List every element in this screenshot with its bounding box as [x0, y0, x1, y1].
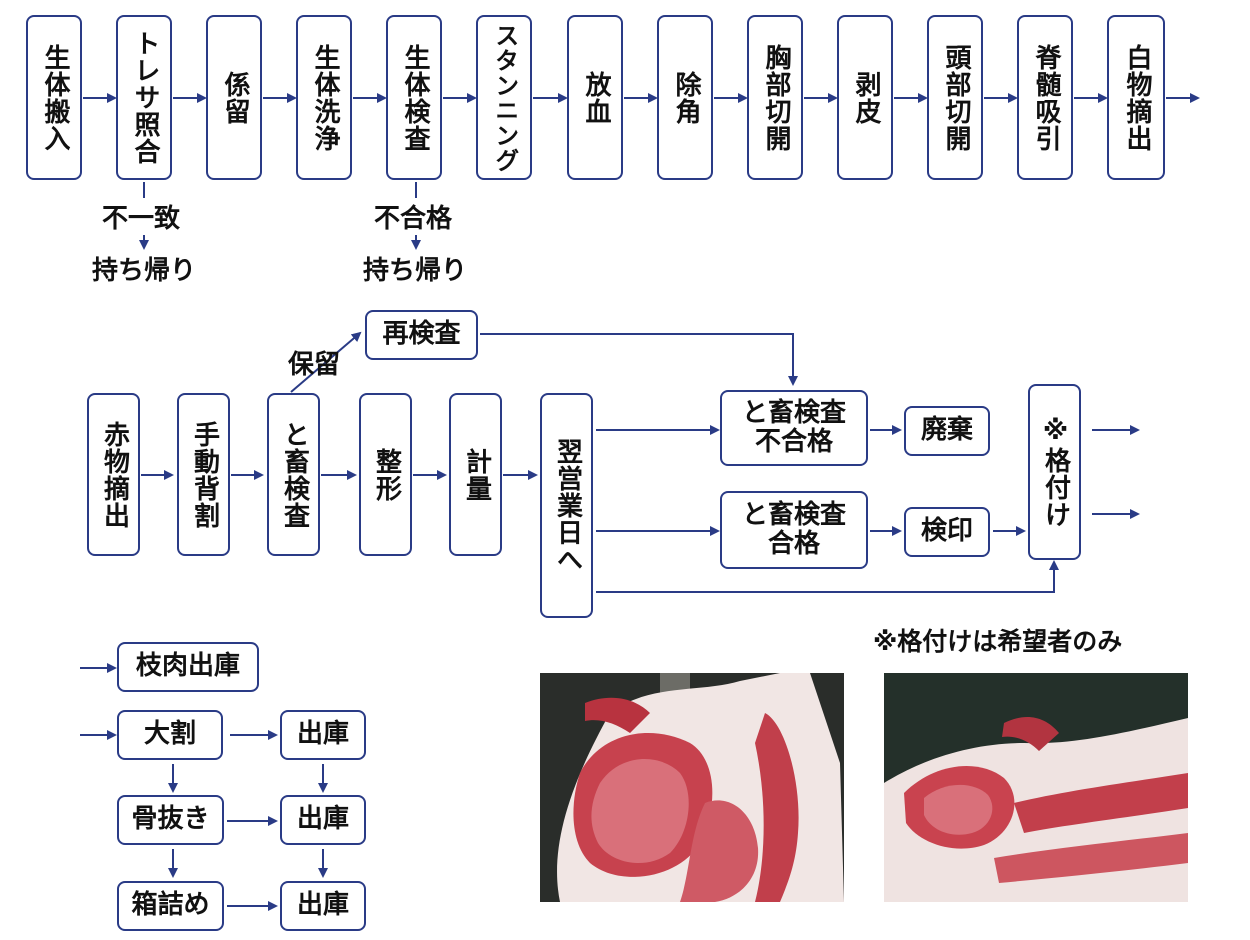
- step-box: 赤物摘出: [87, 393, 140, 556]
- inspection-pass-line1: と畜検査: [741, 500, 846, 531]
- inspection-pass-line2: 合格: [767, 529, 820, 559]
- cut-box: 大割: [117, 710, 223, 760]
- ship-box: 出庫: [280, 710, 366, 760]
- reinspect-box: 再検査: [365, 310, 478, 360]
- beef-photo-2: [884, 673, 1188, 902]
- beef-photo-1: [540, 673, 844, 902]
- beef-rib-image: [540, 673, 844, 902]
- debone-box: 骨抜き: [117, 795, 224, 845]
- branch-condition: 不合格: [372, 198, 455, 235]
- step-box: 翌営業日へ: [540, 393, 593, 618]
- step-box: トレサ照合: [116, 15, 172, 180]
- beef-rib-image: [884, 673, 1188, 902]
- carcass-ship-box: 枝肉出庫: [117, 642, 259, 692]
- step-box: 白物摘出: [1107, 15, 1165, 180]
- step-box: 計量: [449, 393, 502, 556]
- step-box: 放血: [567, 15, 623, 180]
- step-box: 整形: [359, 393, 412, 556]
- step-box: 剥皮: [837, 15, 893, 180]
- inspection-fail-line2: 不合格: [754, 427, 833, 457]
- step-box: 脊髄吸引: [1017, 15, 1073, 180]
- stamp-box: 検印: [904, 507, 990, 557]
- step-box: と畜検査: [267, 393, 320, 556]
- arrow: [480, 333, 798, 386]
- step-box: 係留: [206, 15, 262, 180]
- step-box: スタンニング: [476, 15, 532, 180]
- step-box: 生体検査: [386, 15, 442, 180]
- inspection-pass-box: と畜検査 合格: [720, 491, 868, 569]
- step-box: 胸部切開: [747, 15, 803, 180]
- ship-box: 出庫: [280, 881, 366, 931]
- arrow: [596, 560, 1059, 593]
- step-box: 頭部切開: [927, 15, 983, 180]
- hold-label: 保留: [288, 350, 341, 380]
- step-box: 手動背割: [177, 393, 230, 556]
- arrow: [290, 331, 362, 393]
- step-box: 生体洗浄: [296, 15, 352, 180]
- branch-result: 持ち帰り: [363, 256, 468, 286]
- inspection-fail-line1: と畜検査: [741, 398, 846, 429]
- grading-box: ※格付け: [1028, 384, 1081, 560]
- step-box: 除角: [657, 15, 713, 180]
- step-box: 生体搬入: [26, 15, 82, 180]
- grading-note: ※格付けは希望者のみ: [873, 627, 1123, 656]
- inspection-fail-box: と畜検査 不合格: [720, 390, 868, 466]
- boxing-box: 箱詰め: [117, 881, 224, 931]
- branch-condition: 不一致: [100, 198, 183, 235]
- dispose-box: 廃棄: [904, 406, 990, 456]
- branch-result: 持ち帰り: [92, 256, 197, 286]
- ship-box: 出庫: [280, 795, 366, 845]
